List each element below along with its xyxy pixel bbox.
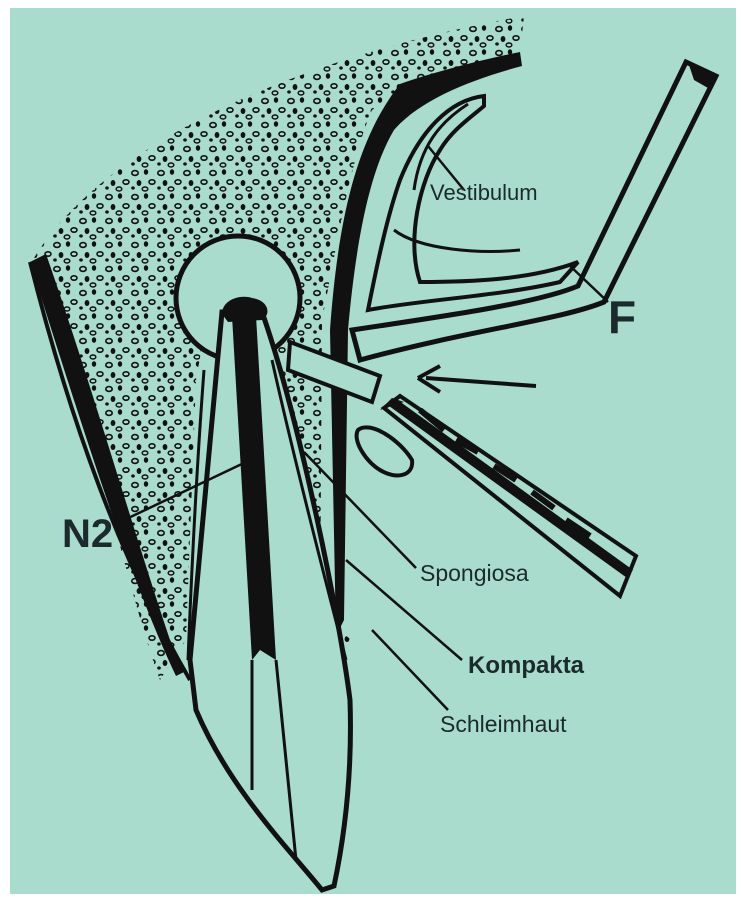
label-kompakta: Kompakta [468, 652, 584, 680]
label-spongiosa: Spongiosa [420, 560, 529, 587]
label-vestibulum: Vestibulum [430, 180, 538, 206]
label-f: F [608, 290, 636, 344]
label-n2: N2 [62, 512, 113, 557]
label-schleimhaut: Schleimhaut [440, 711, 567, 738]
